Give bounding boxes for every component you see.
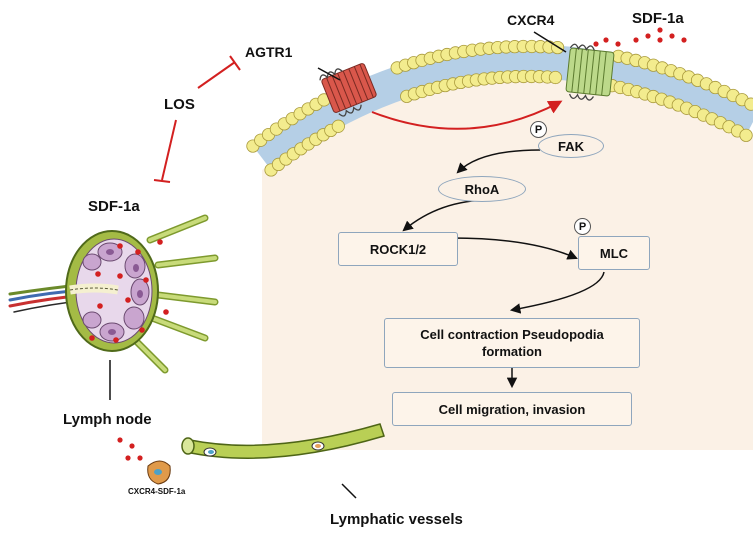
vessel-pointer	[341, 483, 357, 499]
cxcr4-label: CXCR4	[507, 12, 555, 28]
cxcr4-pointer	[533, 31, 567, 53]
membrane-core	[251, 44, 753, 172]
pathway-arrows	[402, 149, 605, 389]
cxcr4-receptor	[565, 43, 615, 101]
agtr1-pointer	[317, 67, 341, 81]
agtr1-receptor	[319, 63, 377, 117]
lipid-head	[548, 70, 563, 85]
lymphatic-vessels-label: Lymphatic vessels	[330, 511, 463, 528]
lymph-node-label: Lymph node	[63, 411, 152, 428]
los-label: LOS	[164, 96, 195, 113]
agtr1-label: AGTR1	[245, 44, 293, 60]
membrane-lipid-heads	[246, 39, 753, 177]
sdf-left-label: SDF-1a	[88, 198, 140, 215]
fak-phospho-badge: P	[530, 121, 547, 138]
mlc-box: MLC	[578, 236, 650, 270]
cxcr4-sdf-label: CXCR4-SDF-1a	[128, 487, 186, 496]
migrating-cancer-cell	[117, 437, 171, 485]
sdf-ligand-dots	[593, 27, 687, 47]
rock-box: ROCK1/2	[338, 232, 458, 266]
lipid-head	[739, 128, 753, 142]
sdf-top-label: SDF-1a	[632, 10, 684, 27]
rhoa-node: RhoA	[438, 176, 526, 202]
lipid-head	[331, 119, 345, 133]
mlc-phospho-badge: P	[574, 218, 591, 235]
lipid-head	[744, 97, 753, 111]
los-inhibition-lines	[153, 55, 241, 183]
lymph-node-illustration	[8, 214, 219, 374]
agtr1-to-cxcr4-arrow	[371, 100, 563, 130]
contraction-box: Cell contraction Pseudopodia formation	[384, 318, 640, 368]
migration-box: Cell migration, invasion	[392, 392, 632, 426]
lymphatic-vessel	[181, 423, 385, 459]
fak-node: FAK	[538, 134, 604, 158]
